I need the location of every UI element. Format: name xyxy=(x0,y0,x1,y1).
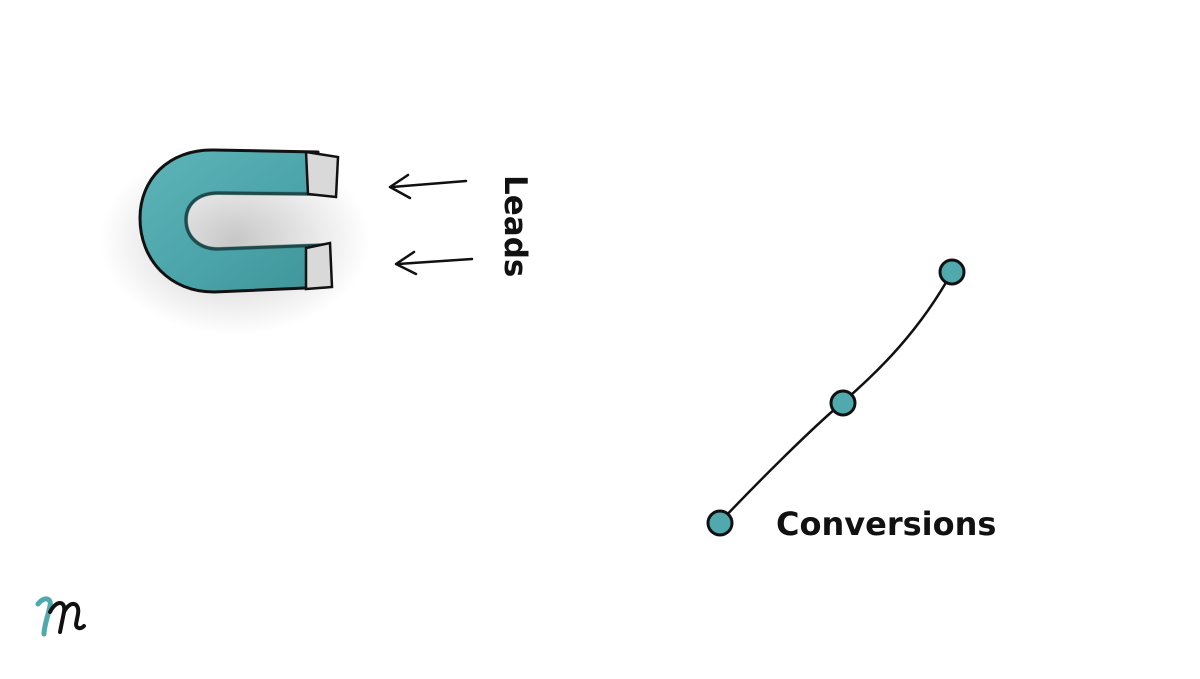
magnet-icon xyxy=(100,145,370,335)
arrow-left-icon xyxy=(388,173,474,276)
brand-logo-icon xyxy=(35,596,86,637)
leads-label: Leads xyxy=(497,175,533,278)
growth-line-icon xyxy=(706,258,966,537)
conversions-label: Conversions xyxy=(776,505,997,543)
